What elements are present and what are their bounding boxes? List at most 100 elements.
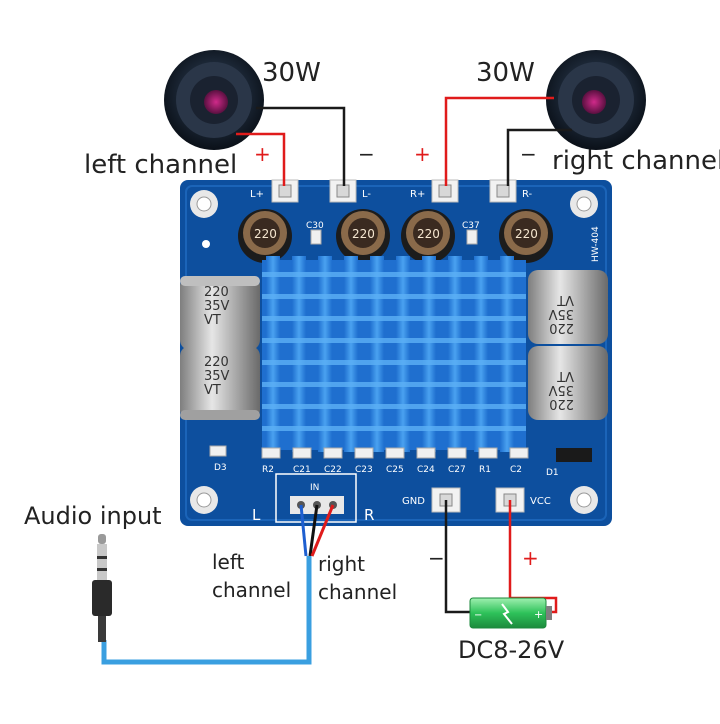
left-channel-label: left channel [84, 150, 238, 180]
diode-d1 [556, 448, 592, 462]
terminal-label: L- [362, 189, 371, 200]
right-speaker-power: 30W [476, 58, 535, 88]
audio-input-title: Audio input [24, 502, 162, 530]
mounting-hole [570, 190, 598, 218]
audio-jack-icon [92, 534, 112, 642]
svg-text:VT: VT [204, 313, 221, 328]
smd-component [416, 447, 436, 459]
gnd-wire [444, 500, 470, 614]
gnd-label: GND [402, 496, 425, 507]
terminal-r-plus [431, 179, 459, 203]
part-label: C23 [355, 465, 373, 475]
speaker-left-icon [164, 50, 264, 150]
inductor [238, 209, 292, 263]
smd-capacitor [310, 229, 322, 245]
heatsink-fin [292, 256, 306, 452]
heatsink-fin [344, 256, 358, 452]
input-wire-left [299, 504, 308, 557]
part-label: C27 [448, 465, 466, 475]
svg-text:220: 220 [204, 285, 229, 300]
smd-component [323, 447, 343, 459]
electrolytic-capacitor: 220 35V VT [180, 276, 260, 350]
electrolytic-capacitor: 220 35V VT [528, 270, 608, 344]
terminal-label: R+ [410, 189, 425, 200]
heatsink-fins [266, 256, 514, 452]
terminal-r-minus [489, 179, 517, 203]
pcb-dot [202, 240, 210, 248]
input-header-label: IN [310, 483, 319, 493]
right-minus-wire [506, 128, 572, 186]
heatsink-fin [500, 256, 514, 452]
audio-right-line2: channel [318, 580, 398, 604]
board-model: HW-404 [591, 226, 601, 262]
svg-text:35V: 35V [548, 382, 574, 397]
heatsink-fin [318, 256, 332, 452]
inductor-label: 220 [515, 227, 538, 241]
svg-text:+: + [534, 608, 543, 621]
part-label: D3 [214, 463, 227, 473]
input-wire-right [310, 504, 335, 557]
electrolytic-capacitor: 220 35V VT [528, 346, 608, 420]
heatsink-rib [262, 382, 526, 387]
mounting-hole [190, 486, 218, 514]
right-plus-sign: + [414, 142, 431, 166]
inductor [499, 209, 553, 263]
inductor-label: 220 [254, 227, 277, 241]
inductor-label: 220 [417, 227, 440, 241]
left-plus-wire [236, 132, 286, 186]
power-plus-sign: + [522, 546, 539, 570]
heatsink-fin [448, 256, 462, 452]
part-label: R1 [479, 465, 491, 475]
svg-text:VT: VT [204, 383, 221, 398]
heatsink-rib [262, 316, 526, 321]
input-wire-ground [308, 504, 319, 557]
heatsink-rib [262, 360, 526, 365]
part-label: C37 [462, 221, 480, 231]
part-label: C2 [510, 465, 522, 475]
left-minus-sign: − [358, 142, 375, 166]
left-speaker-power: 30W [262, 58, 321, 88]
speaker-right-icon [546, 50, 646, 150]
svg-text:VT: VT [557, 292, 574, 307]
part-label: C25 [386, 465, 404, 475]
audio-right-line1: right [318, 552, 365, 576]
heatsink-fin [396, 256, 410, 452]
heatsink-fin [266, 256, 280, 452]
terminal-label: L+ [250, 189, 264, 200]
power-minus-sign: − [428, 546, 445, 570]
terminal-l-plus [271, 179, 299, 203]
input-l-label: L [252, 506, 261, 524]
inductor-label: 220 [352, 227, 375, 241]
audio-left-line2: channel [212, 578, 292, 602]
part-label: R2 [262, 465, 274, 475]
svg-text:220: 220 [204, 355, 229, 370]
heatsink-ribs [262, 272, 526, 431]
vcc-label: VCC [530, 496, 551, 507]
heatsink-rib [262, 294, 526, 299]
audio-cable [101, 556, 312, 665]
svg-text:−: − [474, 610, 482, 621]
svg-text:35V: 35V [204, 369, 230, 384]
vcc-wire [508, 500, 558, 614]
heatsink-rib [262, 338, 526, 343]
heatsink-rib [262, 272, 526, 277]
left-plus-sign: + [254, 142, 271, 166]
inductor [401, 209, 455, 263]
svg-text:VT: VT [557, 368, 574, 383]
smd-component [509, 447, 529, 459]
input-r-label: R [364, 506, 374, 524]
smd-component [385, 447, 405, 459]
svg-text:35V: 35V [548, 306, 574, 321]
smd-component [478, 447, 498, 459]
audio-left-line1: left [212, 550, 245, 574]
right-plus-wire [444, 96, 554, 186]
heatsink-fin [422, 256, 436, 452]
heatsink-fin [370, 256, 384, 452]
part-label: C24 [417, 465, 435, 475]
battery-icon: − + [469, 597, 552, 629]
diode-d3 [209, 445, 227, 457]
smd-capacitor [466, 229, 478, 245]
